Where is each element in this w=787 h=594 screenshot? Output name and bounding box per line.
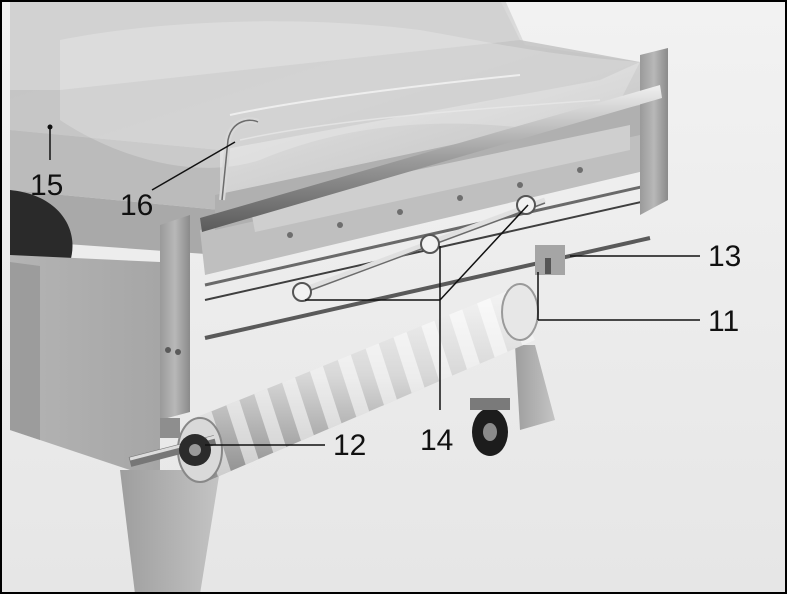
top-bar bbox=[200, 85, 662, 232]
callout-12: 12 bbox=[333, 429, 366, 462]
sealing-frame bbox=[200, 105, 651, 340]
callout-14: 14 bbox=[420, 424, 453, 457]
right-leg bbox=[515, 345, 555, 430]
callout-15: 15 bbox=[30, 169, 63, 202]
callout-11: 11 bbox=[708, 305, 739, 338]
callout-lines bbox=[49, 127, 700, 446]
left-side-plate bbox=[160, 215, 190, 420]
callout-13: 13 bbox=[708, 240, 741, 273]
callout-15-dot bbox=[47, 124, 53, 130]
right-side-plate bbox=[640, 48, 668, 215]
film-roll bbox=[177, 283, 539, 483]
callout-16: 16 bbox=[120, 189, 153, 222]
left-leg bbox=[120, 470, 220, 594]
roll-hub bbox=[160, 418, 211, 466]
guide-rod bbox=[292, 195, 546, 302]
film-sheet bbox=[60, 21, 640, 168]
